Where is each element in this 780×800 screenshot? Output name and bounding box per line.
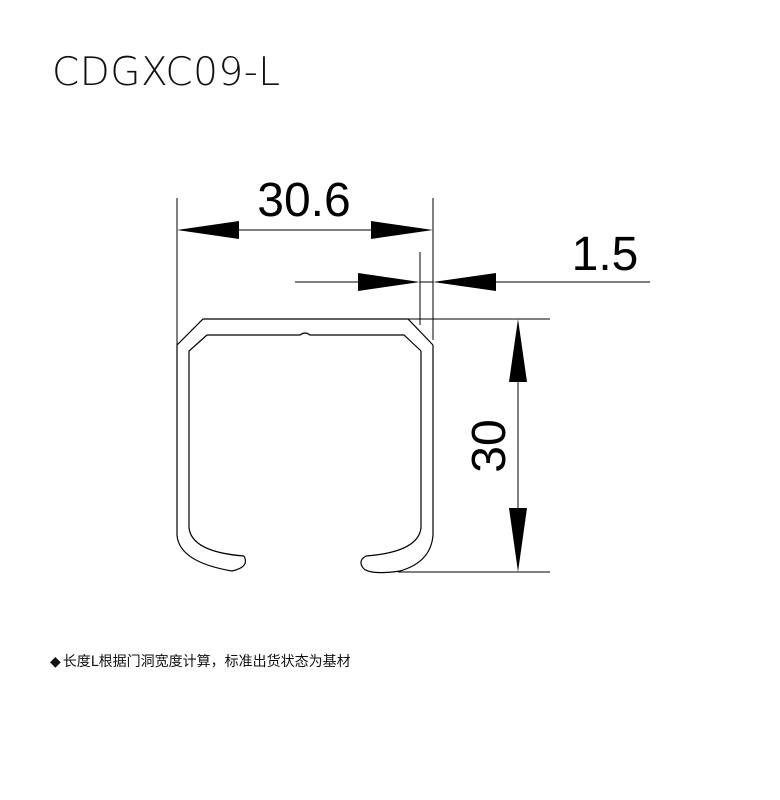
dimension-width: 30.6 <box>177 174 433 239</box>
channel-profile <box>176 318 434 574</box>
arrow-left-icon <box>177 221 239 239</box>
thickness-label: 1.5 <box>572 228 639 281</box>
profile-top-outer <box>176 318 434 346</box>
note: ◆长度L根据门洞宽度计算，标准出货状态为基材 <box>50 651 351 671</box>
dimension-height: 30 <box>463 319 527 572</box>
extension-lines <box>176 198 550 573</box>
note-text: 长度L根据门洞宽度计算，标准出货状态为基材 <box>62 654 351 670</box>
profile-top-inner <box>207 332 422 352</box>
arrow-right-icon <box>358 273 420 291</box>
width-label: 30.6 <box>257 174 350 227</box>
height-label: 30 <box>463 419 516 472</box>
profile-right-inner <box>365 351 422 557</box>
profile-right-outer <box>363 345 434 574</box>
profile-left-outer <box>176 345 233 572</box>
arrow-down-icon <box>509 508 527 572</box>
profile-left-lip-end <box>231 555 247 572</box>
arrow-left-icon <box>433 273 496 291</box>
diamond-bullet-icon: ◆ <box>50 654 61 670</box>
profile-left-inner <box>188 334 245 557</box>
profile-right-lip-end <box>360 555 367 570</box>
dimension-thickness: 1.5 <box>295 228 650 291</box>
arrow-right-icon <box>371 221 433 239</box>
page-title: CDGXC09-L <box>52 50 281 95</box>
arrow-up-icon <box>509 319 527 382</box>
